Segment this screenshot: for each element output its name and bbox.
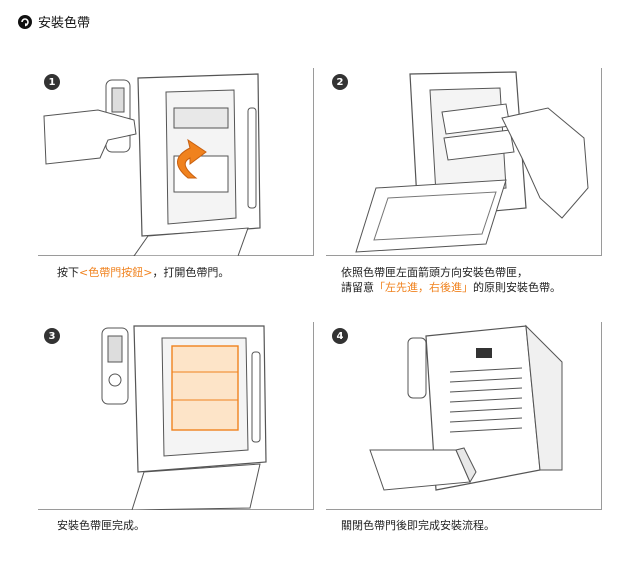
step-3-caption: 安裝色帶匣完成。 — [57, 519, 145, 532]
step-4-panel: 4 — [326, 322, 602, 510]
step-4-caption: 關閉色帶門後即完成安裝流程。 — [341, 519, 495, 532]
door-button-highlight: <色帶門按鈕> — [79, 266, 153, 279]
order-highlight: 「左先進，右後進」 — [374, 281, 473, 294]
step-2-illustration — [355, 71, 589, 253]
section-header: 安裝色帶 — [18, 12, 90, 31]
step-1-number: 1 — [44, 74, 60, 90]
step-2-panel: 2 — [326, 68, 602, 256]
step-1-illustration — [43, 73, 261, 256]
step-2-number: 2 — [332, 74, 348, 90]
section-title: 安裝色帶 — [38, 16, 91, 31]
step-1-panel: 1 — [38, 68, 314, 256]
step-1-caption: 按下<色帶門按鈕>，打開色帶門。 — [57, 266, 230, 279]
step-2-caption: 依照色帶匣左面箭頭方向安裝色帶匣， 請留意「左先進，右後進」的原則安裝色帶。 — [341, 266, 561, 294]
step-4-number: 4 — [332, 328, 348, 344]
circle-arrow-icon — [18, 14, 32, 29]
step-3-panel: 3 — [38, 322, 314, 510]
step-3-illustration — [101, 325, 267, 510]
step-4-illustration — [369, 324, 563, 491]
step-3-number: 3 — [44, 328, 60, 344]
